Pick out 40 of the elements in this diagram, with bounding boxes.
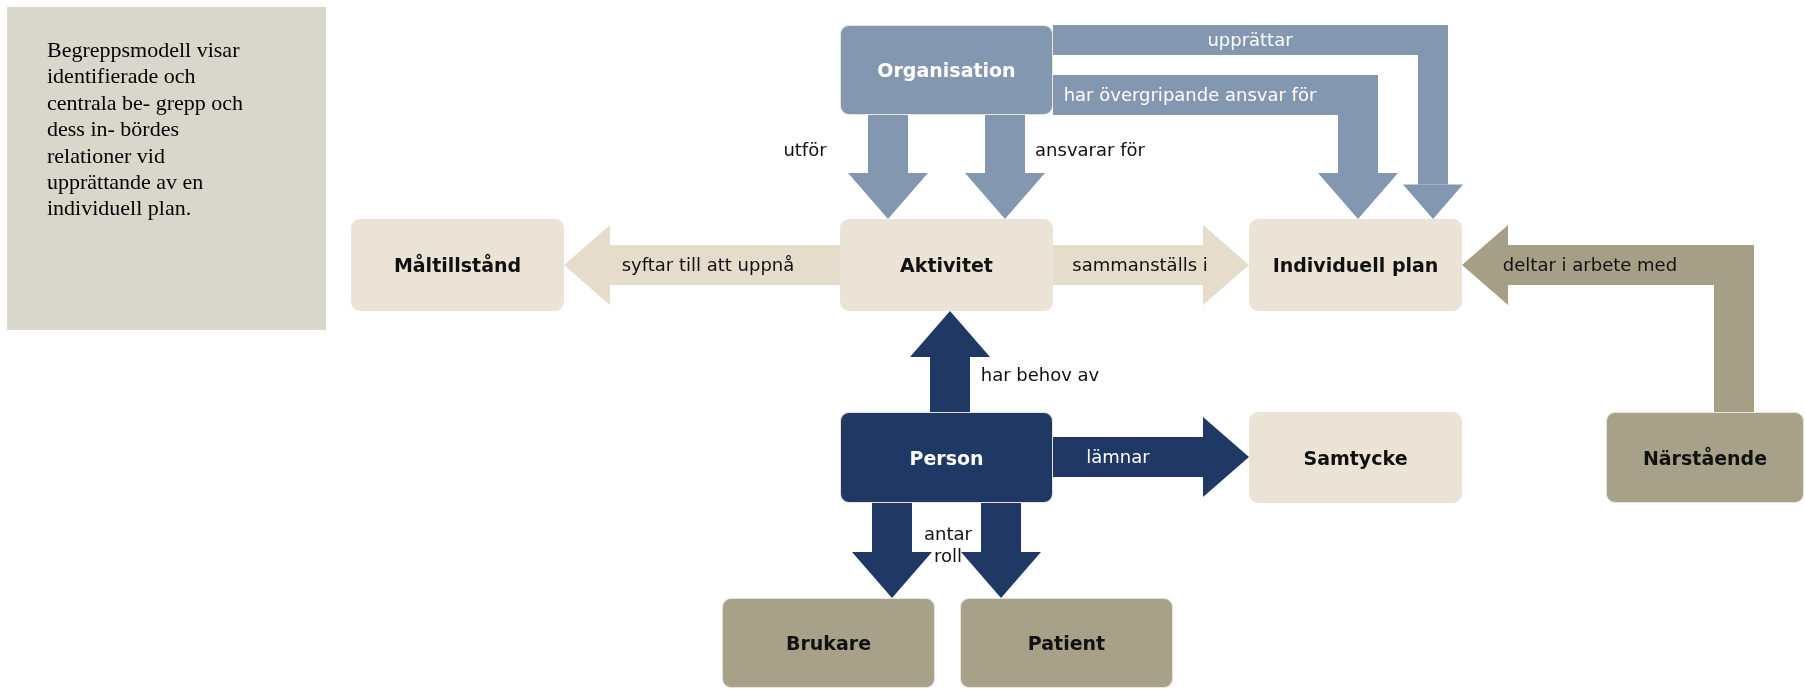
concept-name: Samtycke [1303,446,1408,469]
concept-name: Närstående [1642,446,1768,469]
edge-label: ansvarar för [1035,139,1145,161]
block-arrow [564,225,840,305]
concept-box [1249,219,1462,311]
block-arrow [1053,75,1398,219]
edge-label: har behov av [980,364,1100,386]
concept-box [840,219,1053,311]
block-arrow [848,115,928,219]
concept-name: Individuell plan [1272,254,1439,276]
concept-box [840,412,1053,503]
edge-label: lämnar [1086,446,1150,468]
concept-box [1249,412,1462,503]
concept-box [960,598,1173,688]
concept-box [840,25,1053,115]
description-text: Begreppsmodell visar identifierade och centrala be- grepp och dess in- bördes relationer vid upprättande av en individuell plan. [47,37,245,222]
concept-name: Person [909,446,984,469]
concept-box [351,219,564,311]
edge-label: antar roll [923,523,973,567]
block-arrow [1053,25,1463,219]
concept-name: Patient [1027,632,1106,654]
block-arrow [910,311,990,412]
concept-name: Brukare [785,632,872,654]
block-arrow [1053,225,1249,305]
block-arrow [1053,417,1249,497]
block-arrow [1462,225,1754,412]
edge-label: sammanställs i [1072,254,1208,276]
edge-label: upprättar [1207,29,1293,51]
block-arrow [852,503,932,598]
concept-box [1606,412,1804,503]
edge-label: har övergripande ansvar för [1063,84,1317,106]
block-arrow [961,503,1041,598]
concept-name: Aktivitet [900,254,993,276]
concept-name: Organisation [877,59,1016,81]
edge-label: deltar i arbete med [1502,254,1678,276]
edge-label: utför [783,139,827,161]
edge-label: syftar till att uppnå [621,254,795,276]
block-arrow [965,115,1045,219]
concept-name: Måltillstånd [393,254,522,276]
concept-box [722,598,935,688]
